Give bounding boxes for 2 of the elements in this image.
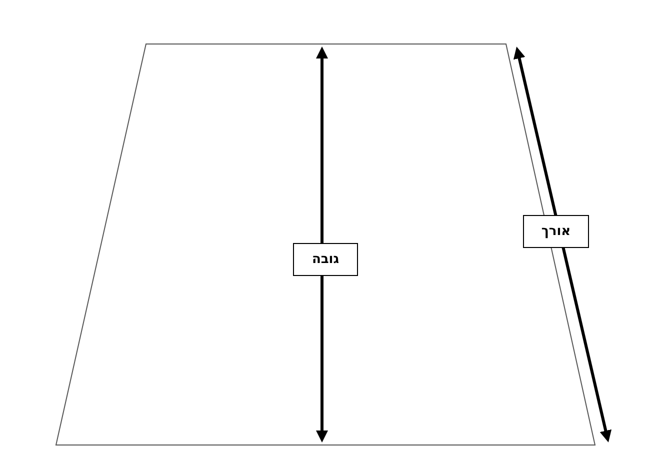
dimension-label: גובה [293,243,358,276]
dimension-label: אורך [523,215,589,248]
